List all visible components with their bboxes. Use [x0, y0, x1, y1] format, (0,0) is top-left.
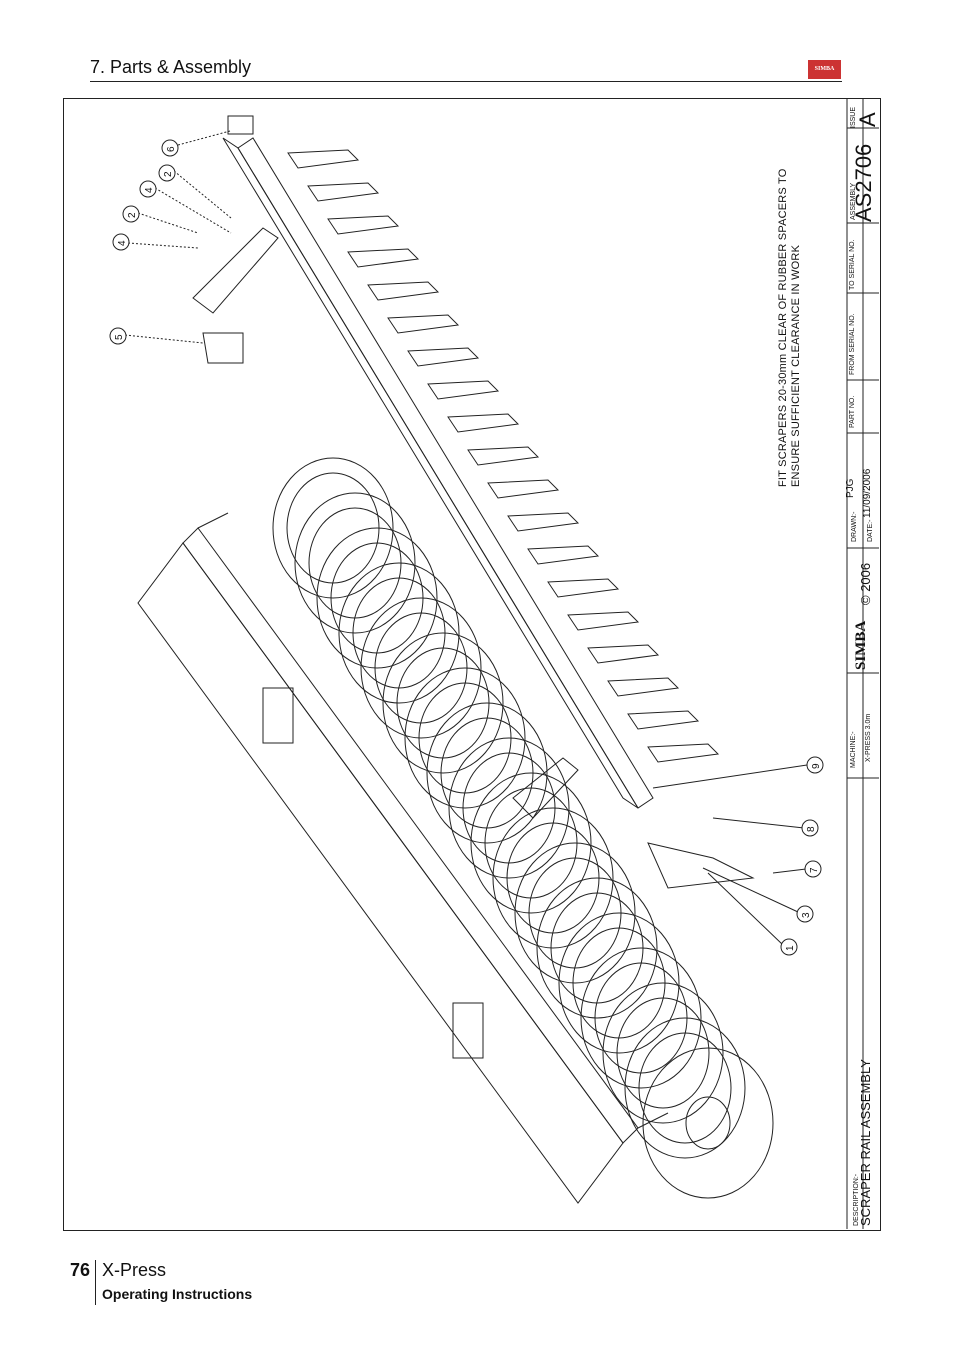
scraper-tines — [287, 149, 720, 763]
copyright: © 2006 — [858, 562, 873, 605]
mount-arm-bottom — [512, 757, 579, 819]
footer-divider — [95, 1260, 96, 1305]
issue-value: A — [855, 112, 880, 127]
company-logo: SIMBA — [853, 620, 869, 670]
date-value: 11/09/2006 — [862, 468, 873, 518]
drawing-note: FIT SCRAPERS 20-30mm CLEAR OF RUBBER SPA… — [777, 169, 803, 488]
machine-label: MACHINE:- — [850, 731, 857, 768]
machine-value: X-PRESS 3.0m — [865, 713, 872, 762]
page-number: 76 — [70, 1260, 91, 1280]
part-no-label: PART NO. — [849, 395, 856, 428]
product-name: X-Press — [102, 1260, 167, 1280]
callout-9: 9 — [811, 763, 822, 769]
drawing-frame — [63, 98, 881, 1231]
date-label: DATE:- — [867, 519, 874, 542]
callout-1: 1 — [785, 945, 796, 951]
from-serial-label: FROM SERIAL NO. — [849, 313, 856, 375]
bracket-rear — [452, 1002, 484, 1059]
assembly-drawing — [109, 98, 879, 1229]
u-bolt-top — [202, 332, 244, 364]
callout-8: 8 — [806, 826, 817, 832]
end-cap — [227, 115, 254, 135]
scraper-bar — [237, 137, 654, 809]
drawn-value: PJG — [845, 478, 856, 498]
bracket-front — [262, 687, 294, 744]
mount-arm-top — [192, 227, 279, 314]
callout-2-a: 2 — [163, 171, 174, 177]
drawn-label: DRAWN:- — [851, 511, 858, 542]
callout-3: 3 — [801, 912, 812, 918]
callout-6: 6 — [166, 146, 177, 152]
page-header-title: 7. Parts & Assembly — [90, 57, 252, 77]
callout-circles — [109, 139, 824, 956]
header-rule — [90, 81, 842, 82]
assembly-number: AS2706 — [851, 143, 876, 222]
simba-logo: SIMBA — [808, 60, 841, 79]
callout-4-a: 4 — [144, 187, 155, 193]
plate-bottom — [647, 842, 755, 889]
to-serial-label: TO SERIAL NO. — [849, 239, 856, 290]
frame-rail — [182, 527, 639, 1144]
ring-discs — [272, 457, 774, 1199]
description-value: SCRAPER RAIL ASSEMBLY — [858, 1059, 873, 1226]
callout-4-b: 4 — [117, 240, 128, 246]
manual-subtitle: Operating Instructions — [102, 1286, 253, 1302]
callout-7: 7 — [809, 867, 820, 873]
drawing-note-line-1: FIT SCRAPERS 20-30mm CLEAR OF RUBBER SPA… — [777, 168, 789, 488]
callout-2-b: 2 — [127, 212, 138, 218]
drawing-note-line-2: ENSURE SUFFICIENT CLEARANCE IN WORK — [790, 244, 802, 487]
callout-5: 5 — [114, 334, 125, 340]
